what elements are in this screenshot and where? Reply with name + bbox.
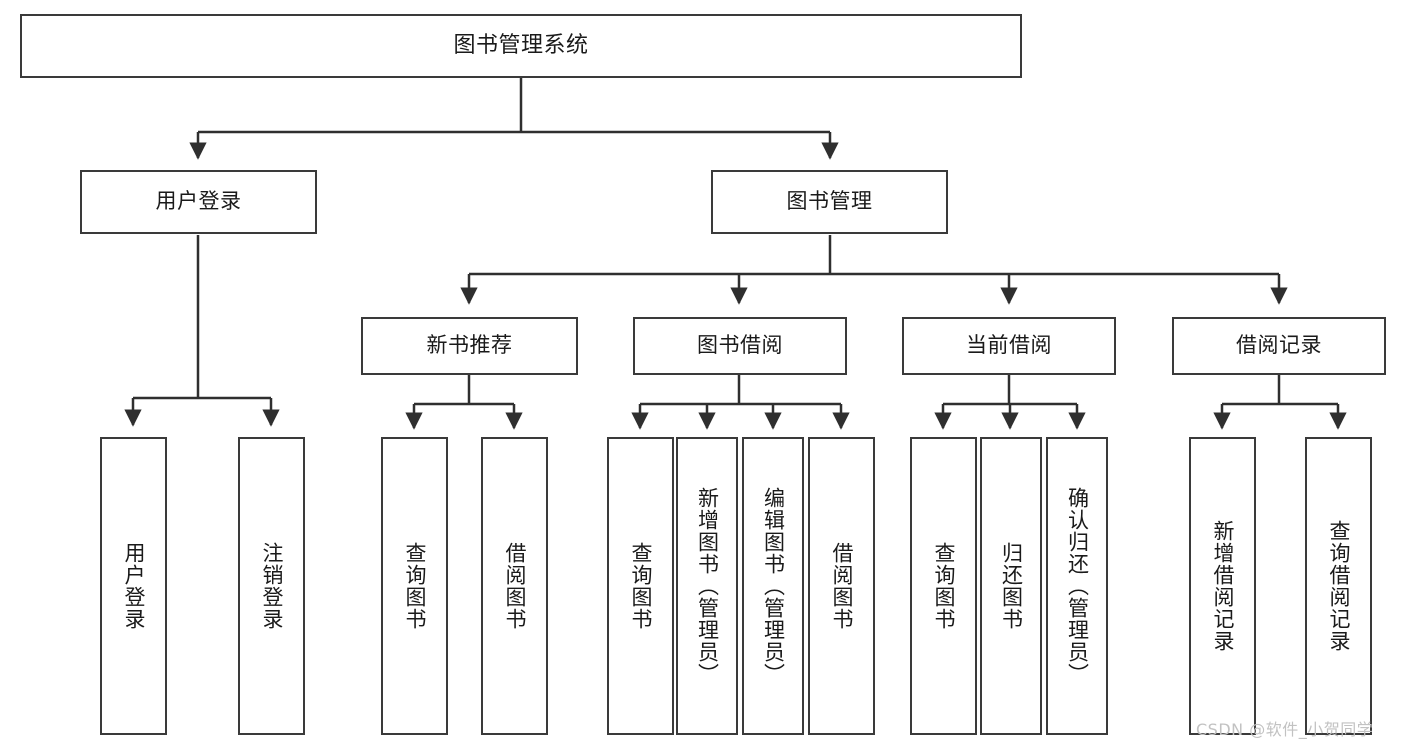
- node-label: 新书推荐: [426, 333, 513, 358]
- node-label: 借阅记录: [1236, 333, 1322, 358]
- leaf-label: 确认归还（管理员）: [1065, 487, 1090, 685]
- node-book-borrow[interactable]: 图书借阅: [633, 317, 847, 375]
- leaf-borrow-book[interactable]: 借阅图书: [808, 437, 875, 735]
- leaf-borrow-book-recommend[interactable]: 借阅图书: [481, 437, 548, 735]
- leaf-query-borrow-record[interactable]: 查询借阅记录: [1305, 437, 1372, 735]
- leaf-query-book-borrow[interactable]: 查询图书: [607, 437, 674, 735]
- leaf-user-login[interactable]: 用户登录: [100, 437, 167, 735]
- node-root-book-management-system[interactable]: 图书管理系统: [20, 14, 1022, 78]
- leaf-label: 查询借阅记录: [1326, 520, 1351, 652]
- leaf-add-borrow-record[interactable]: 新增借阅记录: [1189, 437, 1256, 735]
- csdn-watermark: CSDN @软件_小贺同学: [1196, 720, 1374, 739]
- leaf-label: 查询图书: [402, 542, 427, 630]
- leaf-label: 归还图书: [999, 542, 1024, 630]
- leaf-confirm-return-admin[interactable]: 确认归还（管理员）: [1046, 437, 1108, 735]
- node-label: 当前借阅: [966, 333, 1052, 358]
- node-label: 图书管理系统: [453, 32, 589, 58]
- leaf-add-book-admin[interactable]: 新增图书（管理员）: [676, 437, 738, 735]
- node-user-login[interactable]: 用户登录: [80, 170, 317, 234]
- leaf-query-book-recommend[interactable]: 查询图书: [381, 437, 448, 735]
- node-borrow-record[interactable]: 借阅记录: [1172, 317, 1386, 375]
- leaf-label: 新增图书（管理员）: [695, 487, 720, 685]
- node-label: 图书借阅: [697, 333, 783, 358]
- node-new-book-recommend[interactable]: 新书推荐: [361, 317, 578, 375]
- node-label: 图书管理: [786, 189, 873, 214]
- node-label: 用户登录: [155, 189, 242, 214]
- leaf-label: 借阅图书: [502, 542, 527, 630]
- leaf-edit-book-admin[interactable]: 编辑图书（管理员）: [742, 437, 804, 735]
- leaf-label: 查询图书: [628, 542, 653, 630]
- node-book-management[interactable]: 图书管理: [711, 170, 948, 234]
- leaf-label: 用户登录: [121, 542, 146, 630]
- leaf-logout-login[interactable]: 注销登录: [238, 437, 305, 735]
- node-current-borrow[interactable]: 当前借阅: [902, 317, 1116, 375]
- leaf-label: 注销登录: [259, 542, 284, 630]
- leaf-return-book[interactable]: 归还图书: [980, 437, 1042, 735]
- leaf-label: 查询图书: [931, 542, 956, 630]
- leaf-label: 新增借阅记录: [1210, 520, 1235, 652]
- leaf-label: 编辑图书（管理员）: [761, 487, 786, 685]
- leaf-query-book-current[interactable]: 查询图书: [910, 437, 977, 735]
- leaf-label: 借阅图书: [829, 542, 854, 630]
